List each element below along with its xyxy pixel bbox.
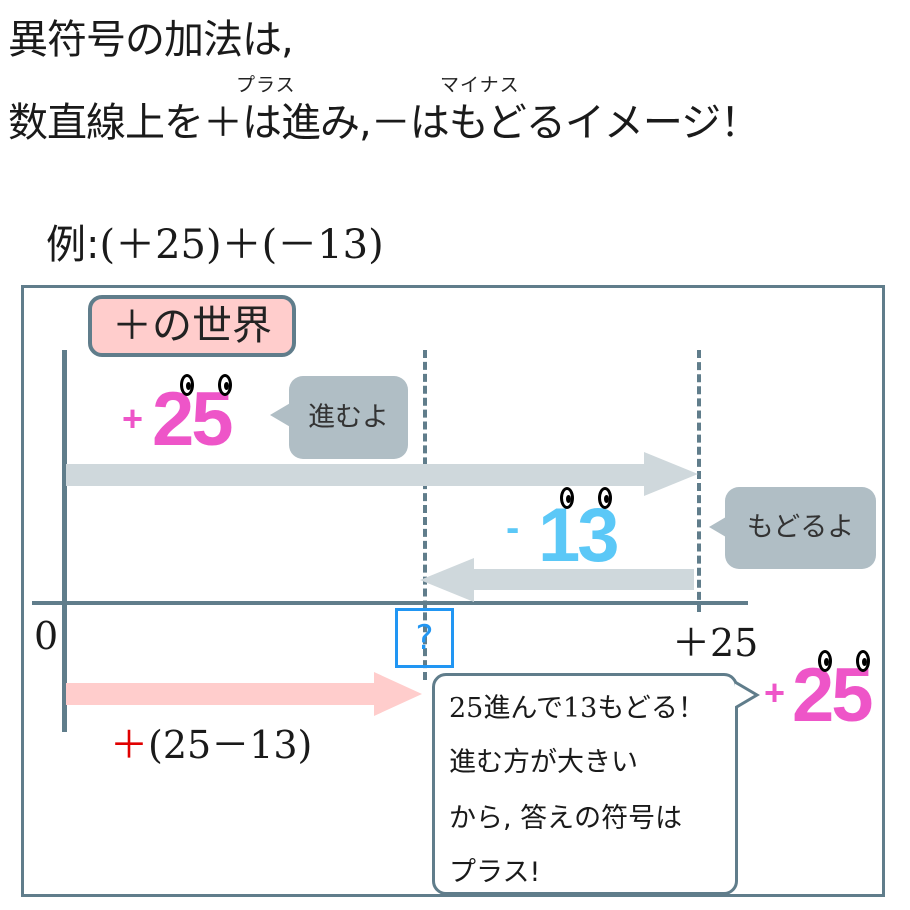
explanation-line: 進む方が大きい	[449, 747, 638, 778]
advance-bubble: 進むよ	[289, 376, 408, 459]
example-label: 例:	[46, 222, 100, 268]
eye-icon	[598, 487, 612, 509]
answer-dashed-line	[423, 350, 427, 680]
result-expression: ＋(25－13)	[110, 714, 312, 769]
explanation-pointer-icon	[735, 680, 760, 710]
result-expression-sign: ＋	[110, 723, 149, 767]
minus-sign: －	[370, 100, 411, 146]
heading-line-2: 数直線上を＋は進み,－はもどるイメージ！	[8, 100, 760, 146]
eye-icon	[818, 650, 832, 672]
result-plus25-character: + 25	[762, 650, 902, 738]
explanation-line: から, 答えの符号は	[449, 803, 683, 834]
minus-ruby: マイナス	[440, 74, 520, 96]
explanation-line: プラス!	[449, 857, 541, 888]
axis-label-plus25: ＋25	[672, 621, 759, 665]
heading-line-1: 異符号の加法は,	[8, 17, 294, 63]
minus13-character: - 13	[500, 487, 650, 578]
advance-arrow-icon	[66, 452, 698, 496]
example: 例:(＋25)＋(－13)	[46, 212, 384, 270]
plus25-sign: +	[122, 398, 144, 439]
heading-line-2-part-1: 数直線上を	[8, 100, 204, 146]
plus25-character: + 25	[118, 374, 268, 462]
heading-line-2-part-2: は進み,	[242, 100, 372, 146]
zero-vertical-line	[62, 350, 67, 732]
eye-icon	[218, 374, 232, 396]
result-expression-body: (25－13)	[148, 723, 313, 767]
eye-icon	[856, 650, 870, 672]
result-sign: +	[764, 672, 786, 713]
heading-line-2-part-3: はもどるイメージ！	[409, 100, 760, 146]
result-arrow-icon	[66, 672, 422, 716]
eye-icon	[180, 374, 194, 396]
explanation-line: 25進んで13もどる！	[449, 693, 705, 724]
explanation-box: 25進んで13もどる！ 進む方が大きい から, 答えの符号は プラス!	[432, 673, 738, 895]
unknown-answer-box: ?	[395, 608, 454, 668]
bubble-pointer-icon	[270, 402, 292, 428]
plus-sign: ＋	[203, 100, 243, 146]
plus-ruby: プラス	[236, 74, 296, 96]
eye-icon	[560, 487, 574, 509]
number-line-axis	[32, 601, 748, 605]
plus25-dashed-line	[697, 350, 701, 612]
return-arrow-icon	[420, 558, 694, 602]
example-expression: (＋25)＋(－13)	[99, 222, 384, 268]
diagram-frame	[21, 285, 885, 897]
plus-world-label: ＋の世界	[88, 295, 296, 357]
return-bubble: もどるよ	[725, 487, 876, 569]
minus13-sign: -	[506, 506, 520, 550]
axis-label-zero: 0	[34, 614, 59, 658]
